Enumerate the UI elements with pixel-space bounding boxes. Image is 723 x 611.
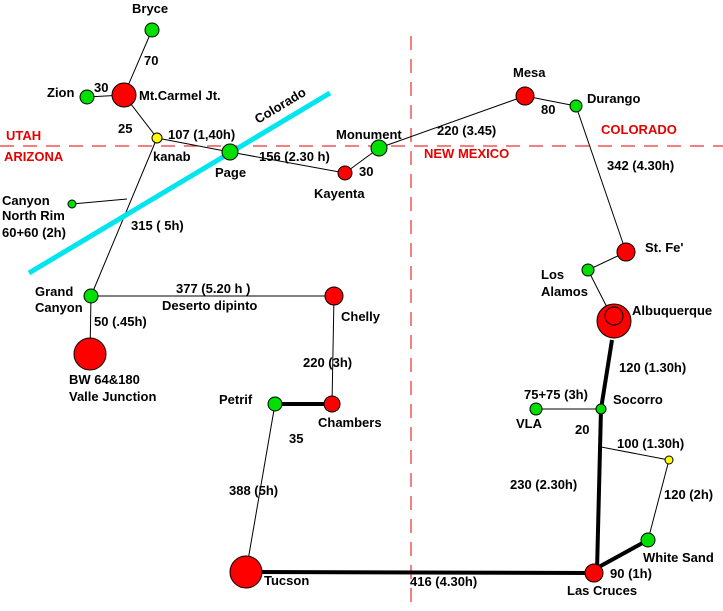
road-albuquerque-socorro	[599, 339, 614, 410]
distance-tucson-lascruces: 416 (4.30h)	[410, 574, 477, 589]
road-page-kayenta	[229, 151, 346, 174]
nodes	[67, 22, 674, 589]
node-durango	[569, 99, 583, 113]
road-monument-mesa	[378, 95, 526, 149]
place-petrif: Petrif	[219, 392, 253, 407]
place-mesa: Mesa	[513, 65, 546, 80]
distance-zion-mtcarmel: 30	[94, 80, 108, 95]
node-chambers	[323, 395, 341, 413]
distance-junction: 100 (1.30h)	[617, 436, 684, 451]
road-chelly-chambers	[331, 295, 335, 405]
distance-bryce-mtcarmel: 70	[144, 53, 158, 68]
node-grandcanyon	[83, 288, 99, 304]
state-label-colorado: COLORADO	[601, 122, 677, 137]
state-label-utah: UTAH	[6, 128, 41, 143]
road-northrim-spur	[71, 198, 128, 205]
place-lascruces: Las Cruces	[567, 583, 637, 598]
place-grandcanyon-line1: Grand	[35, 284, 73, 299]
node-zion	[79, 89, 95, 105]
place-chambers: Chambers	[318, 415, 382, 430]
road-junction-whitesand	[647, 459, 670, 541]
node-chelly	[324, 286, 344, 306]
place-bw-line1: BW 64&180	[69, 372, 140, 387]
node-whitesand	[640, 532, 656, 548]
node-kayenta	[337, 165, 353, 181]
place-chelly: Chelly	[341, 309, 381, 324]
distance-junction-whitesand: 120 (2h)	[664, 487, 713, 502]
node-northrim	[67, 199, 77, 209]
place-whitesand: White Sand	[643, 550, 714, 565]
node-junction	[664, 455, 674, 465]
major-roads	[245, 339, 649, 575]
node-stfe	[616, 242, 636, 262]
distance-page-kayenta: 156 (2.30 h)	[259, 149, 330, 164]
node-tucson	[229, 555, 263, 589]
node-petrif	[267, 396, 283, 412]
distance-mesa-durango: 80	[541, 102, 555, 117]
road-lascruces-whitesand	[596, 538, 649, 570]
place-zion: Zion	[47, 85, 74, 100]
distance-monument-mesa: 220 (3.45)	[437, 123, 496, 138]
colorado-river-line	[27, 90, 332, 276]
distance-albuquerque-socorro: 120 (1.30h)	[619, 360, 686, 375]
road-socorro-junction	[600, 409, 670, 461]
distance-socorro-junction: 20	[575, 422, 589, 437]
place-vla: VLA	[516, 416, 543, 431]
place-bw-line2: Valle Junction	[69, 389, 156, 404]
road-durango-stfe	[575, 105, 627, 253]
node-bw	[73, 337, 107, 371]
place-kayenta: Kayenta	[314, 186, 365, 201]
node-bryce	[144, 22, 160, 38]
place-albuquerque: Albuquerque	[632, 303, 712, 318]
node-kanab	[151, 132, 163, 144]
distance-petrif-chambers: 35	[289, 431, 303, 446]
state-label-arizona: ARIZONA	[4, 149, 64, 164]
node-albuquerque-inner	[604, 306, 624, 326]
node-vla	[529, 402, 543, 416]
road-socorro-lascruces	[595, 408, 603, 572]
place-mtcarmel: Mt.Carmel Jt.	[139, 88, 221, 103]
node-mesa	[515, 86, 535, 106]
node-mtcarmel	[111, 82, 137, 108]
road-tucson-lascruces	[245, 570, 595, 575]
node-albuquerque	[596, 303, 632, 339]
place-northrim-line2: North Rim	[2, 208, 65, 223]
distance-chelly-chambers: 220 (3h)	[303, 355, 352, 370]
road-kanab-page	[156, 137, 231, 153]
place-durango: Durango	[587, 91, 641, 106]
place-losalamos-line2: Alamos	[541, 284, 588, 299]
distance-mtcarmel-kanab: 25	[118, 121, 132, 136]
distance-grandcanyon-chelly: 377 (5.20 h )	[176, 281, 250, 296]
node-socorro	[595, 403, 607, 415]
distance-grandcanyon-bw: 50 (.45h)	[94, 314, 147, 329]
place-northrim-line3: 60+60 (2h)	[2, 225, 66, 240]
place-socorro: Socorro	[613, 392, 663, 407]
node-lascruces	[584, 563, 604, 583]
place-page: Page	[215, 165, 246, 180]
state-label-newmexico: NEW MEXICO	[424, 146, 509, 161]
node-page	[221, 143, 239, 161]
place-bryce: Bryce	[132, 1, 168, 16]
place-losalamos-line1: Los	[541, 267, 564, 282]
distance-kanab-page: 107 (1,40h)	[168, 127, 235, 142]
distance-socorro-vla: 75+75 (3h)	[524, 387, 588, 402]
place-tucson: Tucson	[264, 573, 309, 588]
distance-durango-stfe: 342 (4.30h)	[607, 158, 674, 173]
node-losalamos	[581, 263, 595, 277]
distance-whitesand-lascruces: 90 (1h)	[610, 566, 652, 581]
distance-petrif-tucson: 388 (5h)	[229, 483, 278, 498]
place-grandcanyon-line2: Canyon	[35, 300, 83, 315]
distance-grandcanyon-chelly-note: Deserto dipinto	[162, 298, 257, 313]
place-kanab: kanab	[153, 149, 191, 164]
distance-kanab-grandcanyon: 315 ( 5h)	[131, 218, 184, 233]
distance-kayenta-monument: 30	[359, 164, 373, 179]
distance-socorro-lascruces: 230 (2.30h)	[510, 477, 577, 492]
place-northrim-line1: Canyon	[2, 193, 50, 208]
place-stfe: St. Fe'	[645, 240, 684, 255]
road-petrif-tucson	[245, 403, 276, 573]
place-monument: Monument	[336, 127, 402, 142]
node-monument	[370, 139, 388, 157]
